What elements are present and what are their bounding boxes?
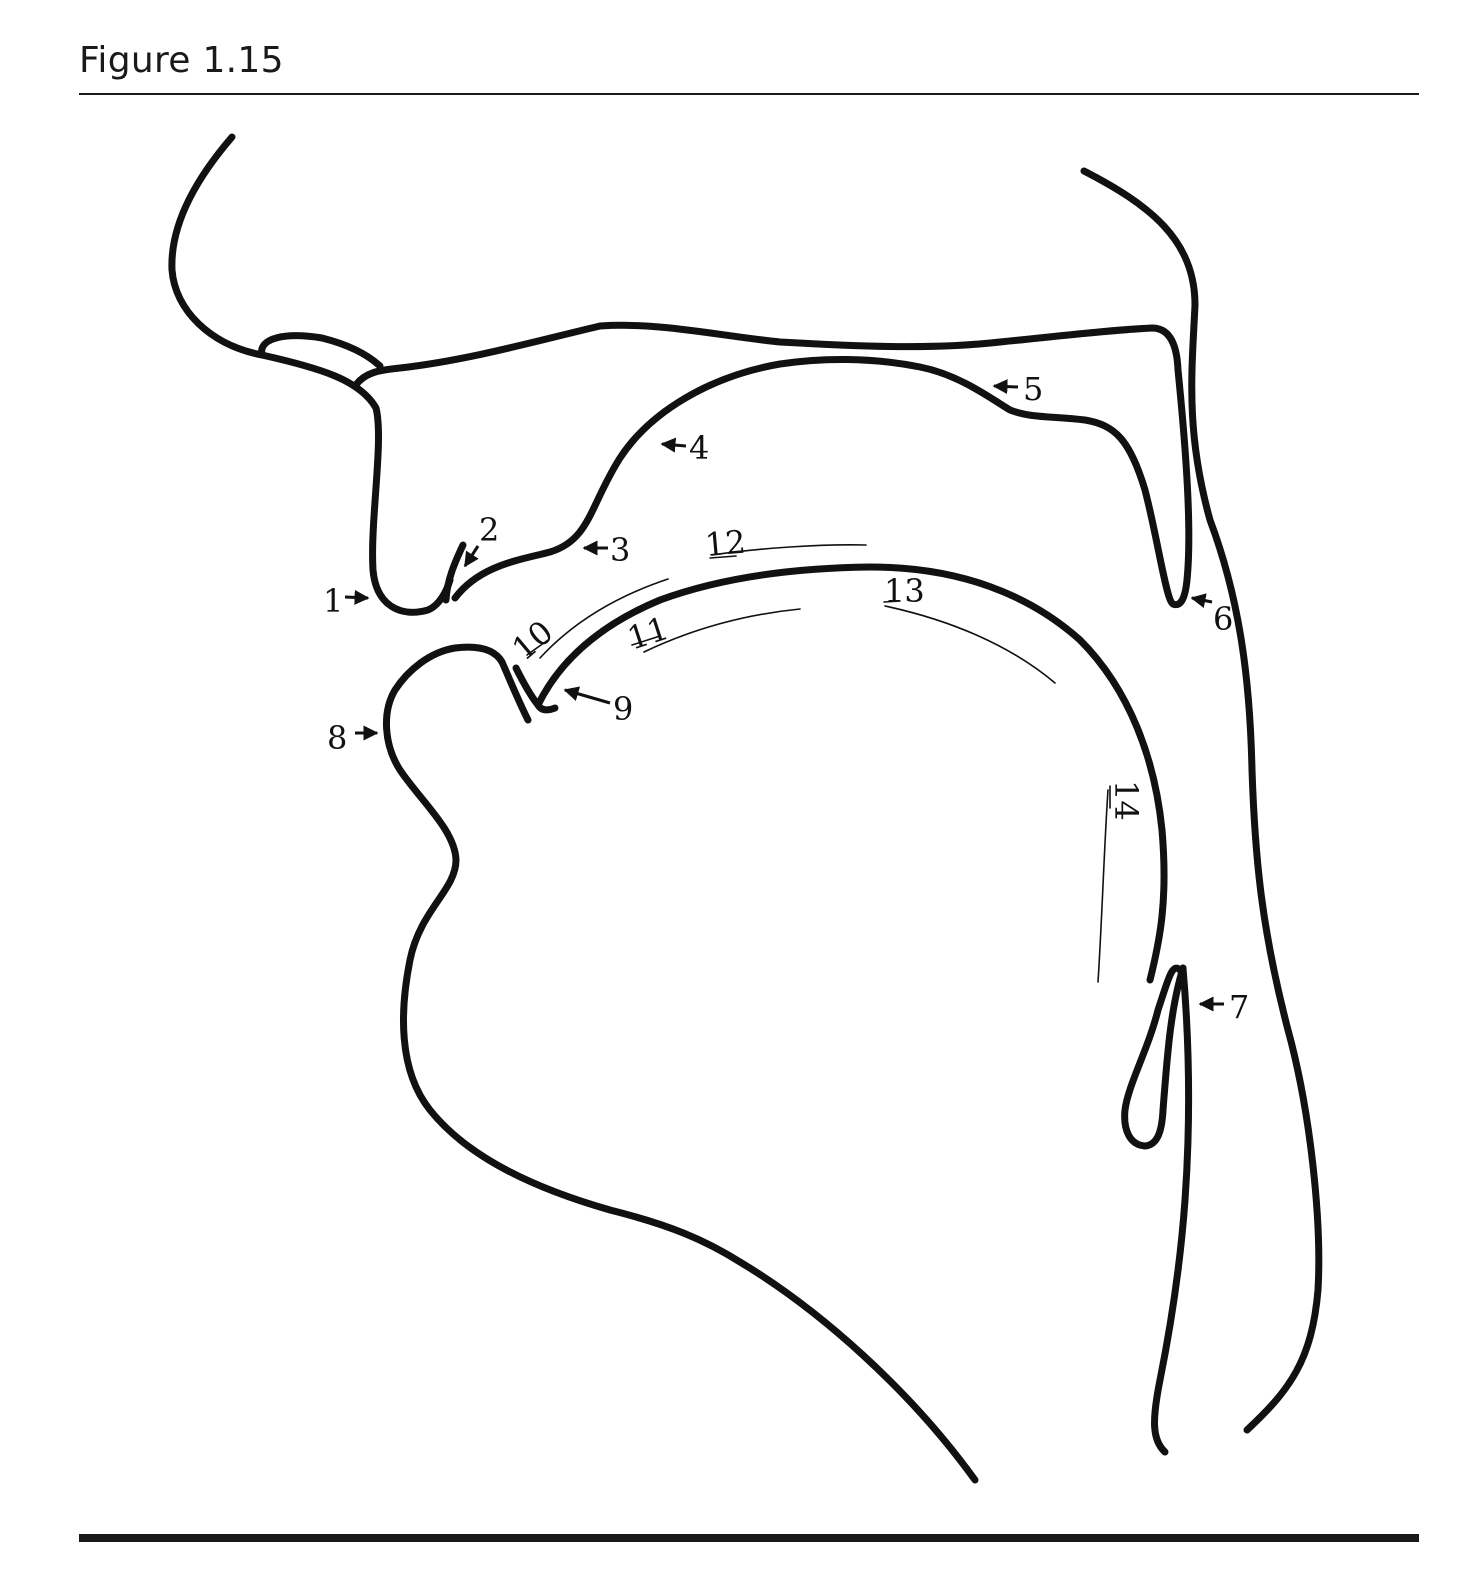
epiglottis-outline bbox=[1121, 964, 1187, 1150]
arrow-4 bbox=[660, 437, 687, 453]
label-9: 9 bbox=[613, 690, 633, 728]
lower-incisor-outline bbox=[498, 658, 532, 724]
top-rule bbox=[79, 93, 1419, 95]
upper-lip-outline bbox=[258, 351, 454, 616]
region-line-12 bbox=[711, 544, 867, 556]
label-6: 6 bbox=[1213, 600, 1233, 638]
label-underline-12 bbox=[709, 555, 737, 559]
region-line-11 bbox=[643, 608, 801, 653]
region-line-13 bbox=[884, 605, 1056, 684]
arrow-9 bbox=[563, 686, 611, 705]
label-12: 12 bbox=[703, 523, 747, 564]
label-8: 8 bbox=[327, 719, 347, 757]
label-3: 3 bbox=[610, 531, 630, 569]
tongue-outline bbox=[534, 563, 1168, 984]
pharynx-back-wall bbox=[1080, 167, 1323, 1434]
label-14: 14 bbox=[1107, 780, 1145, 821]
label-10: 10 bbox=[505, 613, 561, 668]
label-1: 1 bbox=[323, 582, 343, 620]
label-4: 4 bbox=[689, 429, 709, 467]
figure-title: Figure 1.15 bbox=[79, 40, 284, 81]
nose-outline bbox=[168, 133, 266, 359]
nostril-outline bbox=[258, 332, 384, 370]
region-line-14 bbox=[1097, 789, 1109, 983]
bottom-rule bbox=[79, 1534, 1419, 1542]
label-7: 7 bbox=[1229, 988, 1249, 1026]
arrow-2 bbox=[463, 545, 480, 568]
label-13: 13 bbox=[884, 572, 925, 610]
label-2: 2 bbox=[479, 511, 499, 549]
label-underline-13 bbox=[883, 600, 901, 603]
arrow-5 bbox=[992, 379, 1019, 395]
region-line-10 bbox=[539, 578, 669, 659]
label-underline-10 bbox=[526, 639, 549, 656]
larynx-front-outline bbox=[1151, 964, 1193, 1456]
arrow-1 bbox=[344, 589, 370, 605]
label-underline-11 bbox=[631, 635, 661, 646]
upper-incisor-outline bbox=[442, 541, 467, 604]
arrow-6 bbox=[1190, 593, 1213, 609]
tongue-tip-outline bbox=[512, 664, 559, 714]
nasal-floor-outline bbox=[351, 321, 1193, 609]
lower-lip-chin-outline bbox=[383, 643, 979, 1484]
label-5: 5 bbox=[1023, 370, 1043, 408]
